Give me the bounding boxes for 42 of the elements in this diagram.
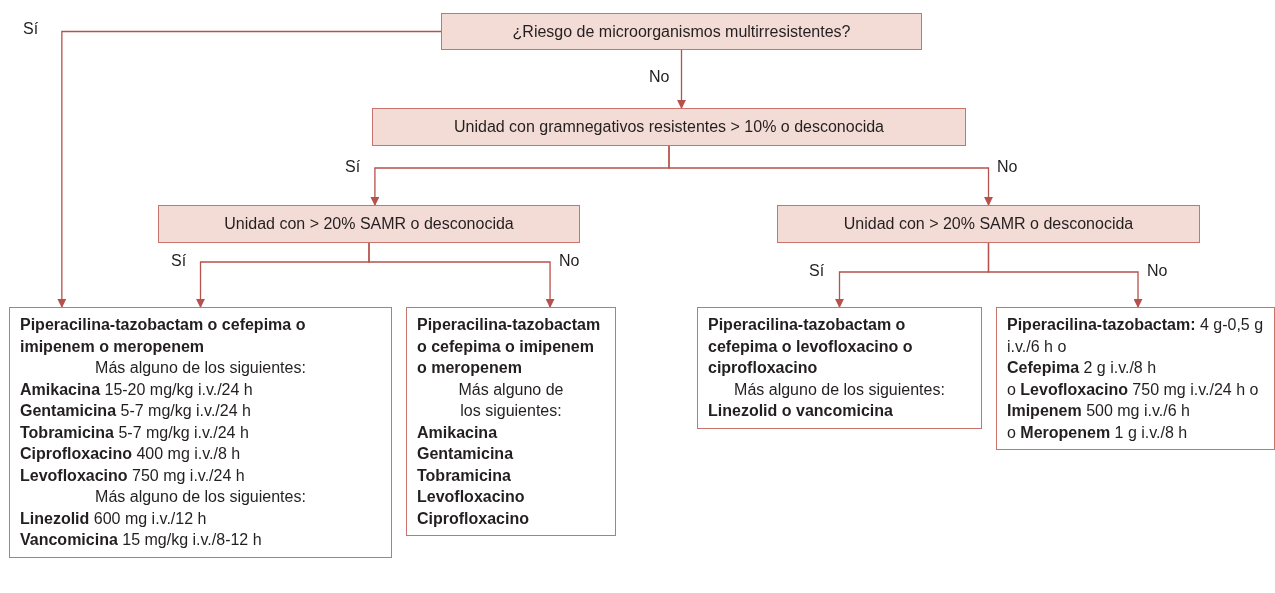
drug-dose-text: Gentamicina 5-7 mg/kg i.v./24 h (20, 401, 252, 421)
drug-dose-text: Levofloxacino (417, 487, 526, 507)
heading-text: Piperacilina-tazobactam o cefepima o imipenem o meropenem (417, 315, 602, 378)
question-text: Unidad con > 20% SAMR o desconocida (224, 215, 514, 233)
question-text: ¿Riesgo de microorganismos multirresistentes? (512, 22, 851, 41)
question-text: Unidad con > 20% SAMR o desconocida (843, 215, 1134, 233)
question-text: Unidad con gramnegativos resistentes > 10% o desconocida (453, 118, 884, 136)
drug-dose-text: Ciprofloxacino 400 mg i.v./8 h (20, 444, 242, 464)
heading-text: Piperacilina-tazobactam o cefepima o levofloxacino o ciprofloxacino (708, 315, 914, 378)
arrow (368, 242, 555, 308)
drug-dose-text: Levofloxacino 750 mg i.v./24 h (20, 465, 246, 486)
drug-dose-text: Tobramicina (417, 465, 512, 486)
treatment-box (697, 307, 982, 429)
decision-box (158, 205, 580, 243)
drug-dose-text: o Meropenem 1 g i.v./8 h (1007, 422, 1189, 443)
decision-box (777, 205, 1200, 243)
note-text: Más alguno de los siguientes: (733, 379, 946, 400)
drug-dose-text: Tobramicina 5-7 mg/kg i.v./24 h (20, 422, 250, 443)
note-text: Más alguno de los siguientes: (94, 487, 307, 507)
treatment-box (9, 307, 392, 558)
heading-text: Piperacilina-tazobactam o cefepima o imipenem o meropenem (20, 315, 307, 357)
note-text: Más alguno de los siguientes: (94, 358, 307, 378)
treatment-box (996, 307, 1275, 450)
drug-dose-text: Linezolid 600 mg i.v./12 h (20, 508, 208, 529)
drug-dose-text: o Levofloxacino 750 mg i.v./24 h o (1007, 379, 1260, 400)
decision-box (441, 13, 922, 50)
treatment-box (406, 307, 616, 536)
arrow (57, 30, 442, 308)
drug-dose-text: Cefepima 2 g i.v./8 h (1007, 358, 1158, 378)
arrow (987, 242, 1143, 308)
drug-dose-text: Vancomicina 15 mg/kg i.v./8-12 h (20, 530, 263, 550)
note-text: Más alguno de los siguientes: (457, 379, 565, 421)
arrow (668, 145, 993, 206)
drug-dose-text: Amikacina (417, 422, 499, 443)
drug-dose-text: Gentamicina (417, 444, 515, 464)
drug-dose-text: Imipenem 500 mg i.v./6 h (1007, 401, 1191, 421)
drug-dose-text: Amikacina 15-20 mg/kg i.v./24 h (20, 379, 254, 400)
drug-dose-text: Linezolid o vancomicina (708, 401, 894, 421)
arrow (677, 49, 686, 109)
decision-box (372, 108, 966, 146)
drug-dose-text: Ciprofloxacino (417, 508, 530, 529)
drug-dose-text: Piperacilina-tazobactam: 4 g-0,5 g i.v./6 h o (1007, 315, 1264, 357)
